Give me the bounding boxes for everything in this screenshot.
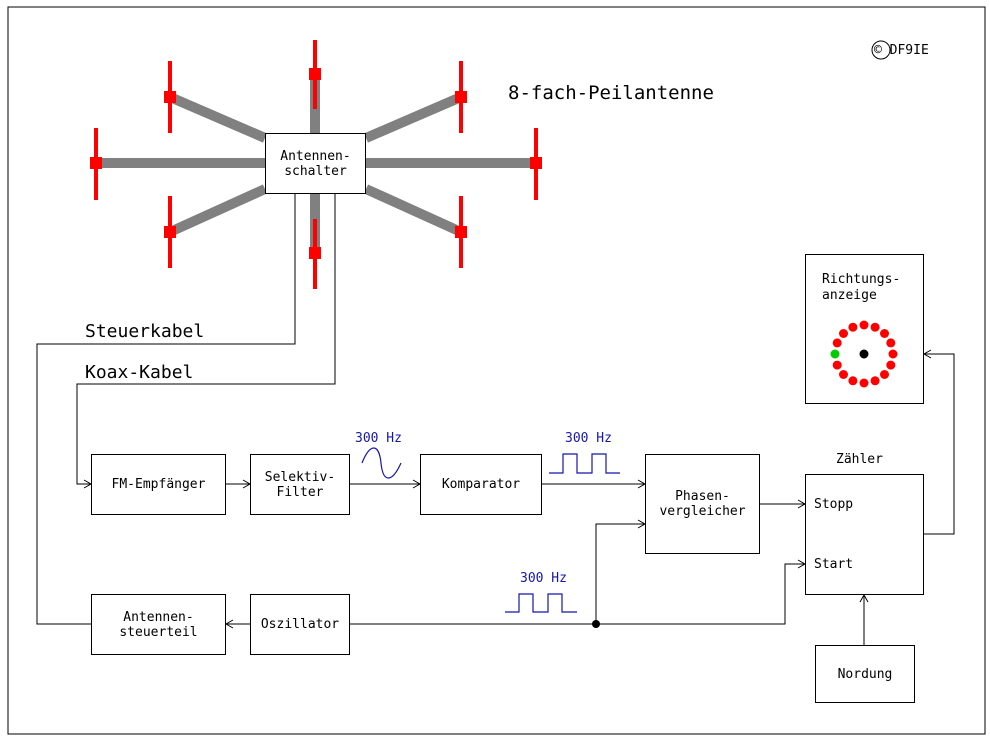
antenna-element-west xyxy=(90,128,102,200)
led xyxy=(832,360,842,370)
north-reference-box: Nordung xyxy=(815,645,915,703)
led xyxy=(870,322,880,332)
led xyxy=(832,338,842,348)
control-cable xyxy=(36,194,296,625)
direction-display-label-2: anzeige xyxy=(822,288,877,303)
antenna-switch-label-1: Antennen- xyxy=(280,148,351,164)
antenna-switch-label-2: schalter xyxy=(284,163,347,179)
led xyxy=(888,349,898,359)
led xyxy=(886,338,896,348)
square-frequency-label-bottom: 300 Hz xyxy=(520,571,567,586)
antenna-element-northeast xyxy=(455,61,467,133)
counter-start-label: Start xyxy=(814,557,854,572)
led xyxy=(886,360,896,370)
led-ring xyxy=(830,320,898,388)
led xyxy=(859,378,869,388)
square-wave-symbol-bottom xyxy=(505,593,577,613)
wiring xyxy=(36,194,955,645)
square-frequency-label-top: 300 Hz xyxy=(565,431,612,446)
antenna-element-south xyxy=(309,219,321,289)
diagram-title: 8-fach-Peilantenne xyxy=(508,82,714,104)
led xyxy=(880,370,889,379)
antenna-element-north xyxy=(309,40,321,109)
antenna-element-southeast xyxy=(455,196,467,268)
phase-comparator-label-1: Phasen- xyxy=(675,489,730,504)
counter-box: Stopp Start xyxy=(805,474,924,595)
square-wave-symbol-top xyxy=(549,453,620,474)
diagram-frame xyxy=(7,6,986,735)
comparator-box: Komparator xyxy=(420,454,542,515)
selective-filter-label-2: Filter xyxy=(276,484,324,500)
copyright-circle xyxy=(871,40,891,60)
counter-title: Zähler xyxy=(836,452,883,467)
direction-display-box: Richtungs- anzeige xyxy=(805,254,924,404)
copyright-label: © DF9IE xyxy=(874,43,929,58)
led xyxy=(839,329,848,338)
antenna-switch-box: Antennen- schalter xyxy=(265,133,366,194)
fm-receiver-box: FM-Empfänger xyxy=(91,454,226,515)
led xyxy=(859,320,869,330)
junction-dot xyxy=(592,620,600,628)
comparator-label: Komparator xyxy=(441,477,521,492)
control-cable-label: Steuerkabel xyxy=(85,321,205,342)
led xyxy=(848,376,858,386)
north-reference-label: Nordung xyxy=(837,666,893,682)
sine-wave-symbol xyxy=(361,447,402,479)
oscillator-box: Oszillator xyxy=(250,594,350,655)
coax-cable xyxy=(76,194,336,485)
antenna-control-box: Antennen- steuerteil xyxy=(91,594,226,655)
antenna-elements xyxy=(90,40,542,289)
antenna-element-east xyxy=(530,128,542,200)
led xyxy=(880,329,889,338)
led-center-dot xyxy=(859,349,869,359)
phase-comparator-box: Phasen- vergleicher xyxy=(645,454,760,554)
counter-stop-label: Stopp xyxy=(814,497,854,512)
antenna-element-southwest xyxy=(164,196,176,268)
coax-cable-label: Koax-Kabel xyxy=(85,362,194,383)
fm-receiver-label: FM-Empfänger xyxy=(111,477,206,492)
led xyxy=(870,376,880,386)
phase-comparator-label-2: vergleicher xyxy=(659,504,746,519)
antenna-control-label-2: steuerteil xyxy=(119,624,198,640)
direction-display-label-1: Richtungs- xyxy=(822,272,901,287)
antenna-control-label-1: Antennen- xyxy=(123,609,194,625)
led-active xyxy=(830,349,840,359)
sine-frequency-label: 300 Hz xyxy=(355,431,402,446)
oscillator-label: Oszillator xyxy=(260,617,340,632)
selective-filter-box: Selektiv- Filter xyxy=(250,454,350,515)
led xyxy=(839,370,848,379)
antenna-element-northwest xyxy=(164,61,176,133)
selective-filter-label-1: Selektiv- xyxy=(264,469,336,485)
led xyxy=(848,322,858,332)
